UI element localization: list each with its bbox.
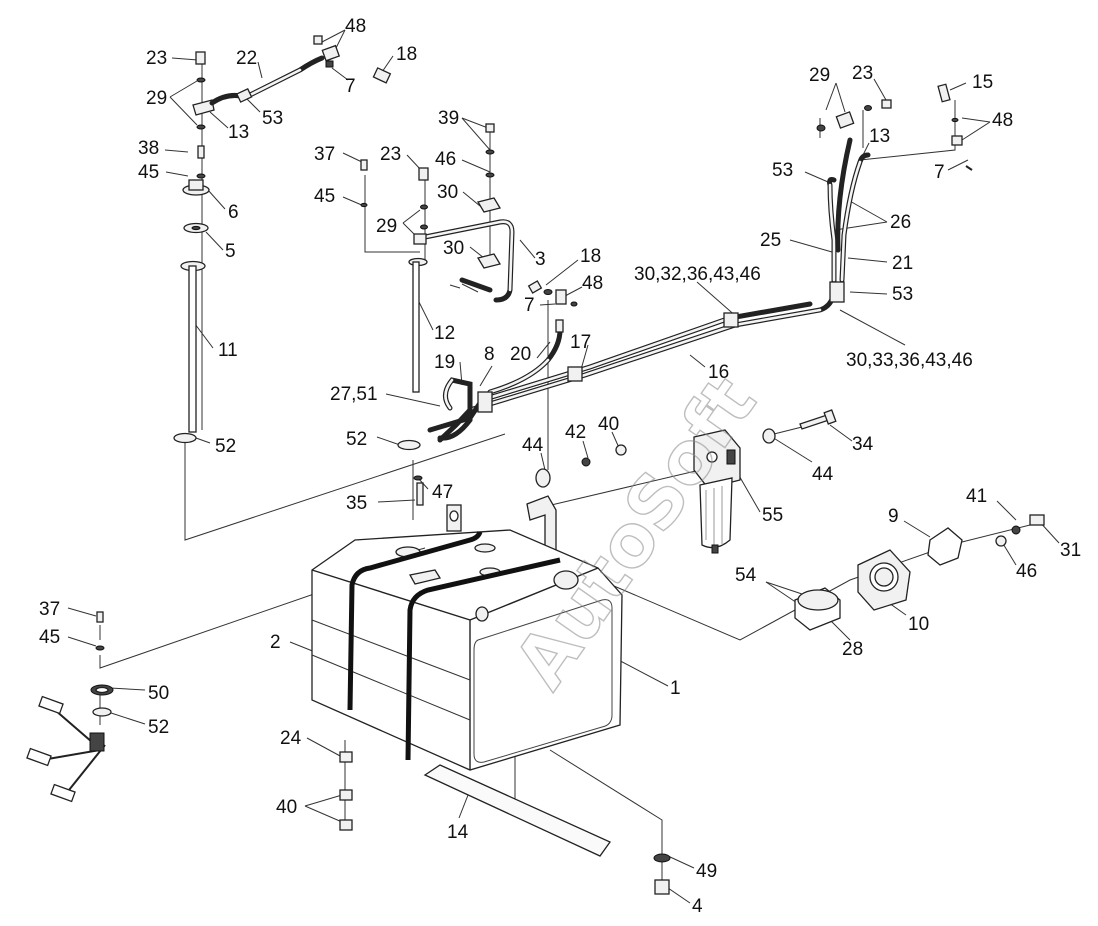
callout-23: 23 <box>146 48 167 69</box>
callout-26: 26 <box>890 212 911 233</box>
callout-52: 52 <box>215 436 236 457</box>
callout-13: 13 <box>228 122 249 143</box>
callout-24: 24 <box>280 728 302 749</box>
callout-35: 35 <box>346 493 367 514</box>
callout-54: 54 <box>735 565 757 586</box>
mounting-bracket <box>526 444 627 561</box>
callout-48: 48 <box>345 16 366 37</box>
callout-labels: 23 22 48 18 7 29 13 53 38 45 6 5 11 52 3… <box>39 16 1081 917</box>
callout-44: 44 <box>812 464 834 485</box>
callout-48: 48 <box>582 273 603 294</box>
callout-52: 52 <box>148 717 169 738</box>
callout-46: 46 <box>1016 561 1037 582</box>
fuel-lines <box>427 277 845 443</box>
callout-38: 38 <box>138 138 159 159</box>
callout-6: 6 <box>228 202 239 223</box>
callout-29: 29 <box>146 88 167 109</box>
callout-15: 15 <box>972 72 993 93</box>
callout-42: 42 <box>565 422 586 443</box>
callout-30-32-36-43-46: 30,32,36,43,46 <box>634 264 761 285</box>
callout-50: 50 <box>148 683 169 704</box>
callout-30-33-36-43-46: 30,33,36,43,46 <box>846 350 973 371</box>
callout-23: 23 <box>380 144 401 165</box>
callout-8: 8 <box>484 344 495 365</box>
callout-30: 30 <box>437 182 458 203</box>
callout-23: 23 <box>852 63 873 84</box>
callout-13: 13 <box>869 126 890 147</box>
callout-53: 53 <box>892 284 913 305</box>
fuel-filter <box>693 409 837 554</box>
callout-3: 3 <box>535 249 546 270</box>
callout-40: 40 <box>598 414 619 435</box>
callout-1: 1 <box>670 678 681 699</box>
callout-18: 18 <box>396 44 417 65</box>
callout-18: 18 <box>580 246 601 267</box>
callout-53: 53 <box>772 160 793 181</box>
callout-22: 22 <box>236 48 257 69</box>
callout-29: 29 <box>376 216 397 237</box>
callout-37: 37 <box>314 144 335 165</box>
callout-4: 4 <box>692 896 703 917</box>
callout-5: 5 <box>225 241 236 262</box>
callout-40: 40 <box>276 797 297 818</box>
callout-30: 30 <box>443 238 464 259</box>
callout-45: 45 <box>138 162 159 183</box>
center-level-sender <box>360 123 515 506</box>
callout-39: 39 <box>438 108 459 129</box>
fuel-tank <box>311 504 623 771</box>
callout-37: 37 <box>39 599 60 620</box>
callout-53: 53 <box>262 108 283 129</box>
callout-7: 7 <box>524 295 535 316</box>
callout-21: 21 <box>892 253 913 274</box>
callout-52: 52 <box>346 429 367 450</box>
callout-55: 55 <box>762 505 783 526</box>
callout-49: 49 <box>696 861 717 882</box>
left-level-sender <box>173 35 392 444</box>
callout-7: 7 <box>345 76 356 97</box>
callout-9: 9 <box>888 506 899 527</box>
callout-7: 7 <box>934 162 945 183</box>
callout-10: 10 <box>908 614 929 635</box>
callout-45: 45 <box>39 627 60 648</box>
callout-45: 45 <box>314 186 335 207</box>
callout-2: 2 <box>270 632 281 653</box>
callout-34: 34 <box>852 434 874 455</box>
callout-12: 12 <box>434 323 455 344</box>
callout-29: 29 <box>809 65 830 86</box>
callout-28: 28 <box>842 639 863 660</box>
callout-44: 44 <box>522 435 544 456</box>
callout-20: 20 <box>510 344 531 365</box>
callout-11: 11 <box>218 340 238 361</box>
filler-neck <box>794 514 1045 631</box>
callout-47: 47 <box>432 482 453 503</box>
callout-19: 19 <box>434 352 455 373</box>
callout-41: 41 <box>966 486 987 507</box>
callout-16: 16 <box>708 362 729 383</box>
callout-17: 17 <box>570 332 591 353</box>
callout-48: 48 <box>992 110 1013 131</box>
callout-27-51: 27,51 <box>330 384 378 405</box>
callout-46: 46 <box>435 149 456 170</box>
right-return-lines <box>816 83 973 283</box>
assembly-lines <box>99 62 1031 885</box>
callout-25: 25 <box>760 230 781 251</box>
lower-parts <box>26 611 671 895</box>
callout-14: 14 <box>447 822 469 843</box>
callout-31: 31 <box>1060 540 1081 561</box>
autosoft-watermark: AutoSoft <box>498 362 772 703</box>
callout-leaders <box>67 29 1060 904</box>
